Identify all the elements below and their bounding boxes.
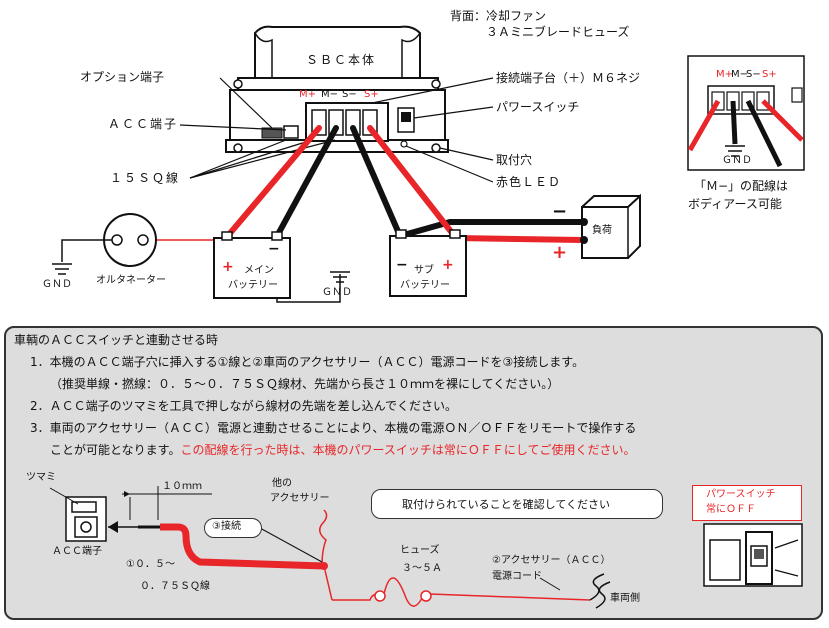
- main-battery-label2: バッテリー: [228, 280, 278, 291]
- gnd-label-main-battery: ＧＮＤ: [322, 287, 352, 298]
- inset-terminal-m-plus: M+: [716, 69, 734, 80]
- inset-terminal-detail: [687, 55, 805, 171]
- instruction-step3-a: 3．車両のアクセサリー（ＡＣＣ）電源と連動させることにより、本機の電源ＯＮ／ＯＦ…: [30, 421, 637, 435]
- switch-note-box: [692, 485, 802, 521]
- instruction-step1: 1．本機のＡＣＣ端子穴に挿入する①線と②車両のアクセサリー（ＡＣＣ）電源コードを…: [30, 355, 585, 369]
- terminal-label-s-minus: S−: [342, 89, 357, 100]
- gnd-label-alternator: ＧＮＤ: [42, 279, 72, 290]
- sub-battery-label2: バッテリー: [400, 280, 450, 291]
- main-battery-label1: メイン: [244, 265, 274, 276]
- connect-label: ③接続: [212, 521, 241, 532]
- switch-illustration: [703, 523, 803, 587]
- inset-terminal-s-plus: S+: [762, 69, 777, 80]
- caution-box: [371, 489, 663, 519]
- wire1-label-line2: ０．７５ＳＱ線: [140, 581, 210, 592]
- inset-terminal-m-minus: M−: [731, 69, 749, 80]
- instruction-step3-b: ことが可能となります。この配線を行った時は、本機のパワースイッチは常にＯＦＦにし…: [50, 444, 636, 456]
- inset-caption-line2: ボディアース可能: [688, 197, 782, 211]
- instruction-step2: 2．ＡＣＣ端子のツマミを工具で押しながら線材の先端を差し込んでください。: [30, 399, 458, 413]
- callout-lines: [179, 77, 494, 183]
- top-note-line2: ３Ａミニブレードヒューズ: [486, 25, 630, 39]
- option-terminal-label: オプション端子: [80, 70, 165, 84]
- fuse-label-line2: ３〜５Ａ: [402, 563, 442, 574]
- load-box: [580, 193, 641, 259]
- step3-warning-text: この配線を行った時は、本機のパワースイッチは常にＯＦＦにしてご使用ください。: [180, 443, 636, 457]
- step3-normal-text: ことが可能となります。: [50, 443, 181, 457]
- sub-battery-plus: +: [442, 257, 454, 273]
- inset-caption-line1: 「Ｍ−」の配線は: [694, 179, 789, 193]
- sub-battery-symbol: [389, 229, 467, 297]
- acc-cord-line2: 電源コード: [492, 571, 542, 582]
- acc-terminal-small-label: ＡＣＣ端子: [52, 546, 102, 557]
- mount-hole-label: 取付穴: [496, 153, 533, 167]
- knob-label: ツマミ: [26, 472, 56, 483]
- inset-terminal-s-minus: S−: [746, 69, 761, 80]
- connect-chip: [204, 518, 262, 538]
- wire1-label-line1: ①０．５〜: [126, 559, 175, 570]
- length-label: １０ｍｍ: [162, 481, 202, 492]
- main-battery-minus: −: [268, 241, 280, 257]
- load-label: 負荷: [592, 225, 612, 236]
- other-acc-line2: アクセサリー: [270, 493, 330, 504]
- load-minus: −: [552, 201, 568, 222]
- fuse-label-line1: ヒューズ: [400, 545, 440, 556]
- wire-15sq-label: １５ＳＱ線: [110, 171, 181, 185]
- alternator-label: オルタネーター: [96, 275, 166, 286]
- other-acc-line1: 他の: [272, 478, 292, 489]
- sub-battery-label1: サブ: [414, 265, 434, 276]
- caution-text: 取付けられていることを確認してください: [402, 498, 611, 511]
- main-battery-plus: +: [222, 259, 234, 275]
- main-battery-symbol: [213, 231, 350, 303]
- terminal-label-s-plus: S+: [364, 89, 379, 100]
- terminal-block-label: 接続端子台（＋）Ｍ６ネジ: [496, 71, 641, 85]
- terminal-label-m-plus: M+: [299, 89, 317, 100]
- power-switch-label: パワースイッチ: [496, 100, 580, 114]
- load-plus: +: [552, 242, 568, 263]
- red-led-label: 赤色ＬＥＤ: [496, 175, 562, 189]
- vehicle-side-label: 車両側: [610, 593, 640, 604]
- instruction-heading: 車輌のＡＣＣスイッチと連動させる時: [14, 333, 219, 347]
- sub-battery-minus: −: [396, 257, 408, 273]
- alternator-symbol: [52, 213, 157, 275]
- top-note-line1: 背面：冷却ファン: [450, 9, 547, 23]
- instruction-panel: [4, 326, 823, 620]
- switch-note-line1: パワースイッチ: [706, 489, 776, 500]
- unit-title: ＳＢＣ本体: [306, 53, 377, 67]
- instruction-step1-note: （推奨単線・撚線：０．５〜０．７５ＳＱ線材、先端から長さ１０ｍｍを裸にしてくださ…: [50, 377, 560, 391]
- switch-note-line2: 常にＯＦＦ: [706, 504, 756, 515]
- inset-gnd-label: ＧＮＤ: [722, 155, 752, 166]
- terminal-label-m-minus: M−: [321, 89, 339, 100]
- acc-terminal-label: ＡＣＣ端子: [108, 117, 179, 131]
- acc-cord-line1: ②アクセサリー（ＡＣＣ）: [492, 555, 611, 566]
